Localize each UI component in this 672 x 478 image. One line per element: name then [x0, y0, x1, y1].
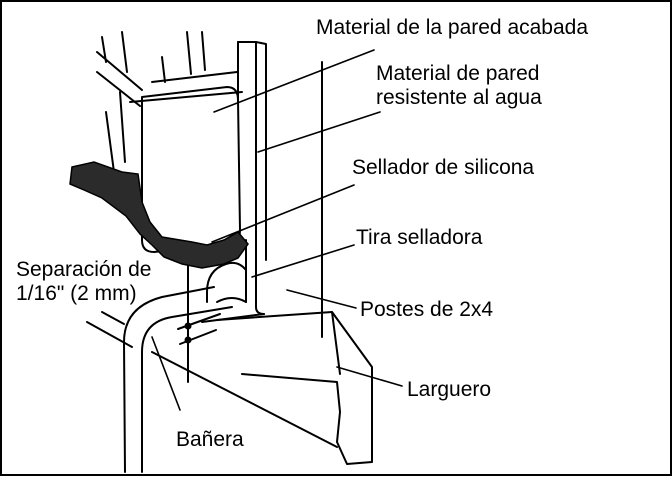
label-tub: Bañera: [176, 428, 244, 451]
label-gap-line2: 1/16" (2 mm): [16, 282, 137, 305]
stringer: [216, 311, 373, 465]
wall-tile: [141, 86, 241, 253]
label-water-resistant: Material de pared resistente al agua: [376, 62, 542, 110]
gap-dot-upper: [184, 322, 192, 330]
label-water-resistant-line1: Material de pared: [376, 62, 540, 85]
gap-dot-lower: [184, 336, 192, 344]
label-stringer: Larguero: [407, 378, 492, 401]
tub-lip: [206, 261, 247, 303]
silicone-sealant: [69, 161, 249, 269]
label-sealing-strip: Tira selladora: [356, 226, 483, 249]
tub-wall: [123, 286, 215, 473]
tile-grid: [96, 31, 243, 173]
label-silicone: Sellador de silicona: [352, 156, 535, 179]
label-gap-line1: Separación de: [16, 258, 152, 281]
water-resistant-board: [255, 41, 267, 261]
label-water-resistant-line2: resistente al agua: [376, 86, 542, 109]
label-finished-wall: Material de la pared acabada: [316, 16, 589, 39]
label-studs: Postes de 2x4: [360, 298, 494, 321]
label-gap: Separación de 1/16" (2 mm): [16, 258, 151, 306]
